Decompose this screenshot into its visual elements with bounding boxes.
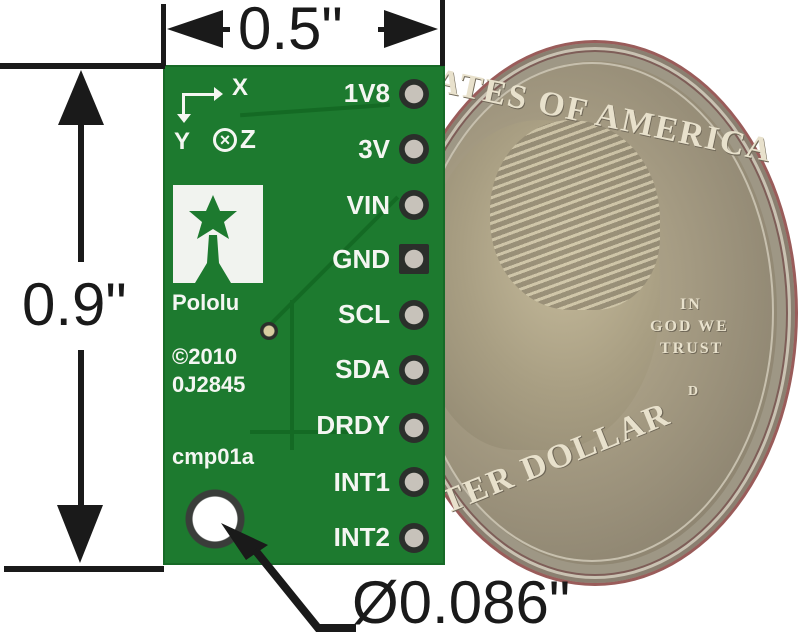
pin-int2 (399, 523, 429, 553)
copyright-label: ©2010 (172, 344, 238, 369)
height-arrow-shaft-top (78, 120, 84, 262)
pin-1v8 (399, 79, 429, 109)
pololu-logo (173, 185, 263, 283)
pin-sda (399, 355, 429, 385)
height-dimension-label: 0.9" (22, 271, 127, 338)
y-axis-arrow-line (182, 93, 185, 115)
width-extension-right (440, 0, 445, 66)
pin-label-vin: VIN (346, 190, 390, 220)
pin-label-1v8: 1V8 (343, 78, 390, 108)
board-id-label: cmp01a (172, 444, 254, 469)
pcb-trace (250, 430, 370, 434)
width-extension-left (161, 4, 166, 66)
brand-label: Pololu (172, 290, 240, 315)
coin-motto-in: IN (680, 296, 702, 313)
pcb-trace (290, 300, 294, 450)
axis-z-label: Z (240, 124, 256, 154)
arrow-up-icon (58, 70, 104, 125)
part-code-label: 0J2845 (172, 372, 246, 397)
width-dimension-label: 0.5" (238, 0, 343, 62)
height-arrow-shaft-bottom (78, 350, 84, 510)
height-extension-bottom (4, 566, 164, 572)
hole-diameter-label: Ø0.086" (352, 569, 571, 636)
width-arrow-shaft-left (210, 27, 230, 32)
coin-mint-mark: D (688, 384, 701, 399)
coin-motto-god-we: GOD WE (650, 318, 729, 335)
axis-x-label: X (232, 74, 249, 101)
pin-label-gnd: GND (332, 244, 390, 274)
z-into-page-icon: × (213, 128, 237, 152)
pin-vin (399, 190, 429, 220)
pin-drdy (399, 413, 429, 443)
arrow-right-icon (384, 10, 438, 48)
coin-motto-trust: TRUST (660, 340, 724, 357)
pin-gnd (399, 244, 429, 274)
pin-3v (399, 134, 429, 164)
height-extension-top (0, 63, 165, 69)
pin-label-sda: SDA (335, 354, 390, 384)
pin-label-int2: INT2 (333, 522, 390, 552)
via (260, 322, 278, 340)
axis-y-label: Y (174, 128, 191, 155)
x-axis-arrowhead-icon (214, 87, 223, 101)
pin-label-drdy: DRDY (316, 410, 390, 440)
pin-label-int1: INT1 (333, 467, 390, 497)
arrow-down-icon (57, 505, 103, 563)
pin-int1 (399, 467, 429, 497)
coin-portrait-hair (490, 120, 660, 310)
y-axis-arrowhead-icon (177, 114, 191, 123)
pcb-board (163, 65, 445, 565)
star-tree-icon (189, 195, 237, 283)
pin-label-scl: SCL (338, 299, 390, 329)
x-axis-arrow-line (182, 93, 216, 96)
pin-scl (399, 300, 429, 330)
pin-label-3v: 3V (358, 134, 390, 164)
